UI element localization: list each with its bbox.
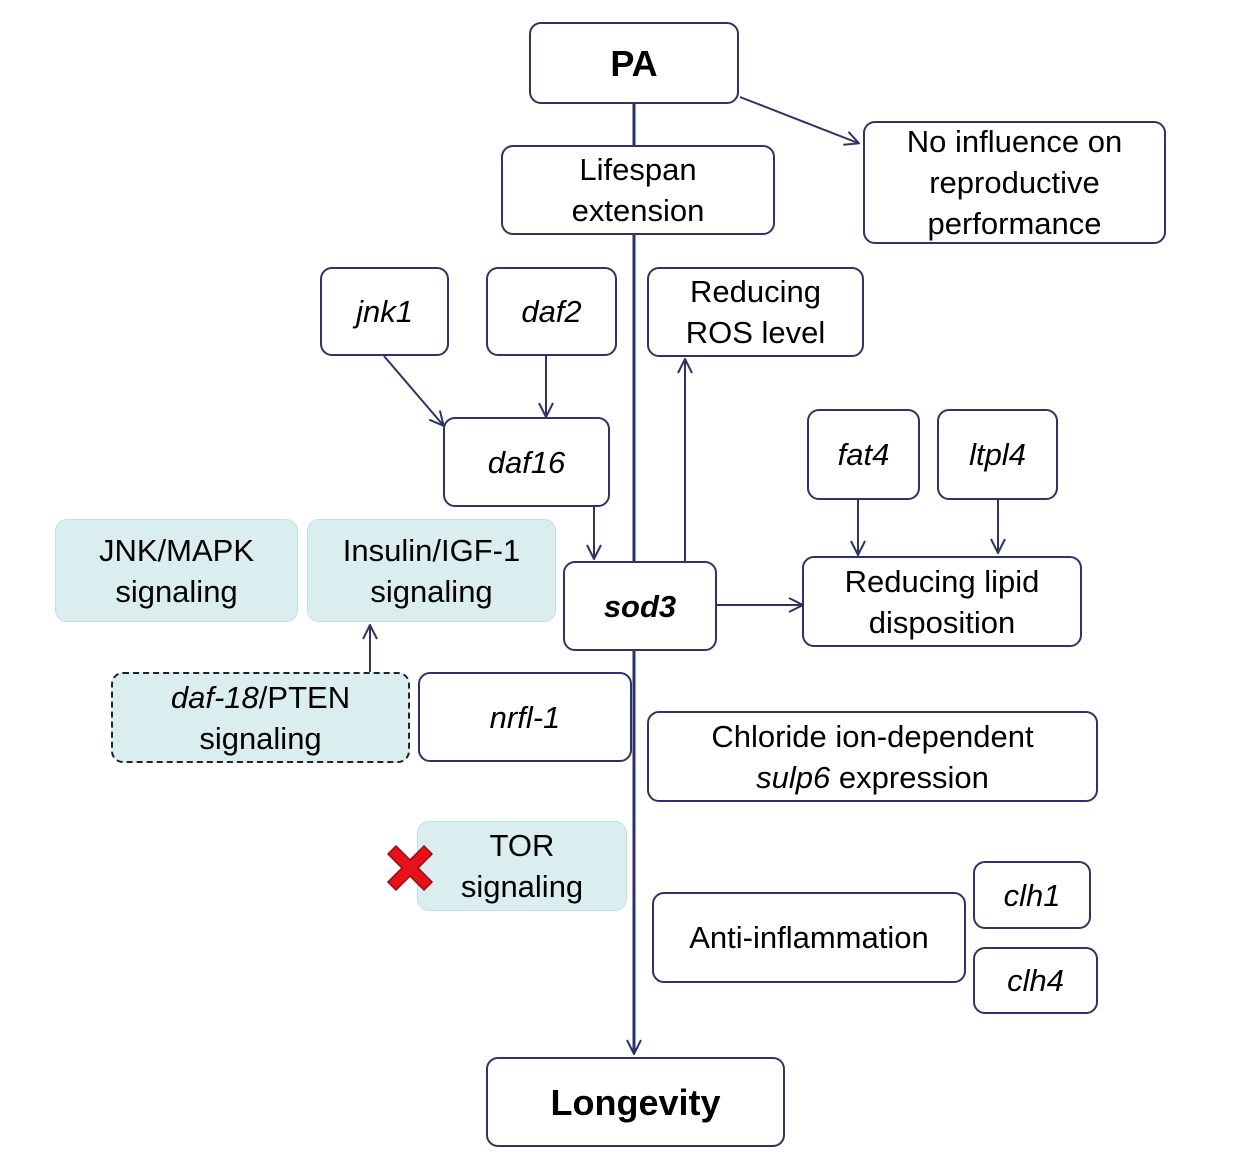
ros-line1: Reducing: [690, 274, 821, 309]
node-clh4: clh4: [973, 947, 1098, 1014]
arrow-jnk1-to-daf16: [383, 355, 443, 425]
node-daf16: daf16: [443, 417, 610, 507]
node-lifespan-extension: Lifespan extension: [501, 145, 775, 235]
node-daf18-pten-signaling: daf-18/PTEN signaling: [111, 672, 410, 763]
node-jnk-mapk-signaling: JNK/MAPK signaling: [55, 519, 298, 622]
jnk1-label: jnk1: [356, 294, 413, 329]
lifespan-line2: extension: [571, 193, 705, 228]
ros-line2: ROS level: [685, 315, 826, 350]
ltpl4-label: ltpl4: [969, 437, 1026, 472]
sulp6-gene: sulp6: [756, 759, 831, 795]
node-clh1: clh1: [973, 861, 1091, 929]
daf18-line1: daf-18/PTEN: [171, 677, 350, 718]
node-tor-signaling: TOR signaling: [417, 821, 627, 911]
insulin-line1: Insulin/IGF-1: [342, 532, 521, 568]
tor-line2: signaling: [460, 869, 584, 904]
node-ltpl4: ltpl4: [937, 409, 1058, 500]
node-insulin-igf1-signaling: Insulin/IGF-1 signaling: [307, 519, 556, 622]
tor-line1: TOR: [489, 828, 555, 863]
daf18-gene: daf-18: [170, 679, 259, 715]
jnk-mapk-line1: JNK/MAPK: [98, 532, 255, 568]
daf2-label: daf2: [521, 294, 582, 329]
chloride-line1: Chloride ion-dependent: [711, 718, 1034, 754]
node-longevity: Longevity: [486, 1057, 785, 1147]
no-influence-line3: performance: [927, 206, 1102, 241]
anti-inflammation-label: Anti-inflammation: [689, 920, 929, 955]
node-daf2: daf2: [486, 267, 617, 356]
nrfl1-label: nrfl-1: [489, 699, 561, 735]
lipid-line2: disposition: [868, 604, 1016, 640]
chloride-line2: sulp6 expression: [756, 757, 989, 798]
node-anti-inflammation: Anti-inflammation: [652, 892, 966, 983]
sod3-label: sod3: [603, 588, 677, 624]
node-pa-label: PA: [610, 42, 658, 84]
clh4-label: clh4: [1007, 963, 1064, 998]
daf18-suffix: /PTEN: [258, 679, 351, 715]
longevity-label: Longevity: [550, 1081, 721, 1123]
node-jnk1: jnk1: [320, 267, 449, 356]
no-influence-line2: reproductive: [929, 165, 1100, 200]
daf18-line2: signaling: [199, 720, 322, 756]
node-pa: PA: [529, 22, 739, 104]
node-fat4: fat4: [807, 409, 920, 500]
jnk-mapk-line2: signaling: [115, 573, 238, 609]
node-no-influence: No influence on reproductive performance: [863, 121, 1166, 244]
insulin-line2: signaling: [370, 573, 493, 609]
daf16-label: daf16: [487, 444, 566, 480]
node-chloride-sulp6: Chloride ion-dependent sulp6 expression: [647, 711, 1098, 802]
node-reducing-lipid: Reducing lipid disposition: [802, 556, 1082, 647]
lifespan-line1: Lifespan: [579, 152, 697, 187]
lipid-line1: Reducing lipid: [844, 563, 1040, 599]
chloride-suffix: expression: [830, 759, 989, 795]
clh1-label: clh1: [1003, 877, 1061, 913]
no-influence-line1: No influence on: [906, 124, 1123, 159]
node-nrfl1: nrfl-1: [418, 672, 632, 762]
node-sod3: sod3: [563, 561, 717, 651]
fat4-label: fat4: [837, 437, 890, 472]
x-mark-icon: [386, 844, 434, 892]
node-reducing-ros: Reducing ROS level: [647, 267, 864, 357]
arrow-pa-to-no-influence: [739, 96, 858, 143]
